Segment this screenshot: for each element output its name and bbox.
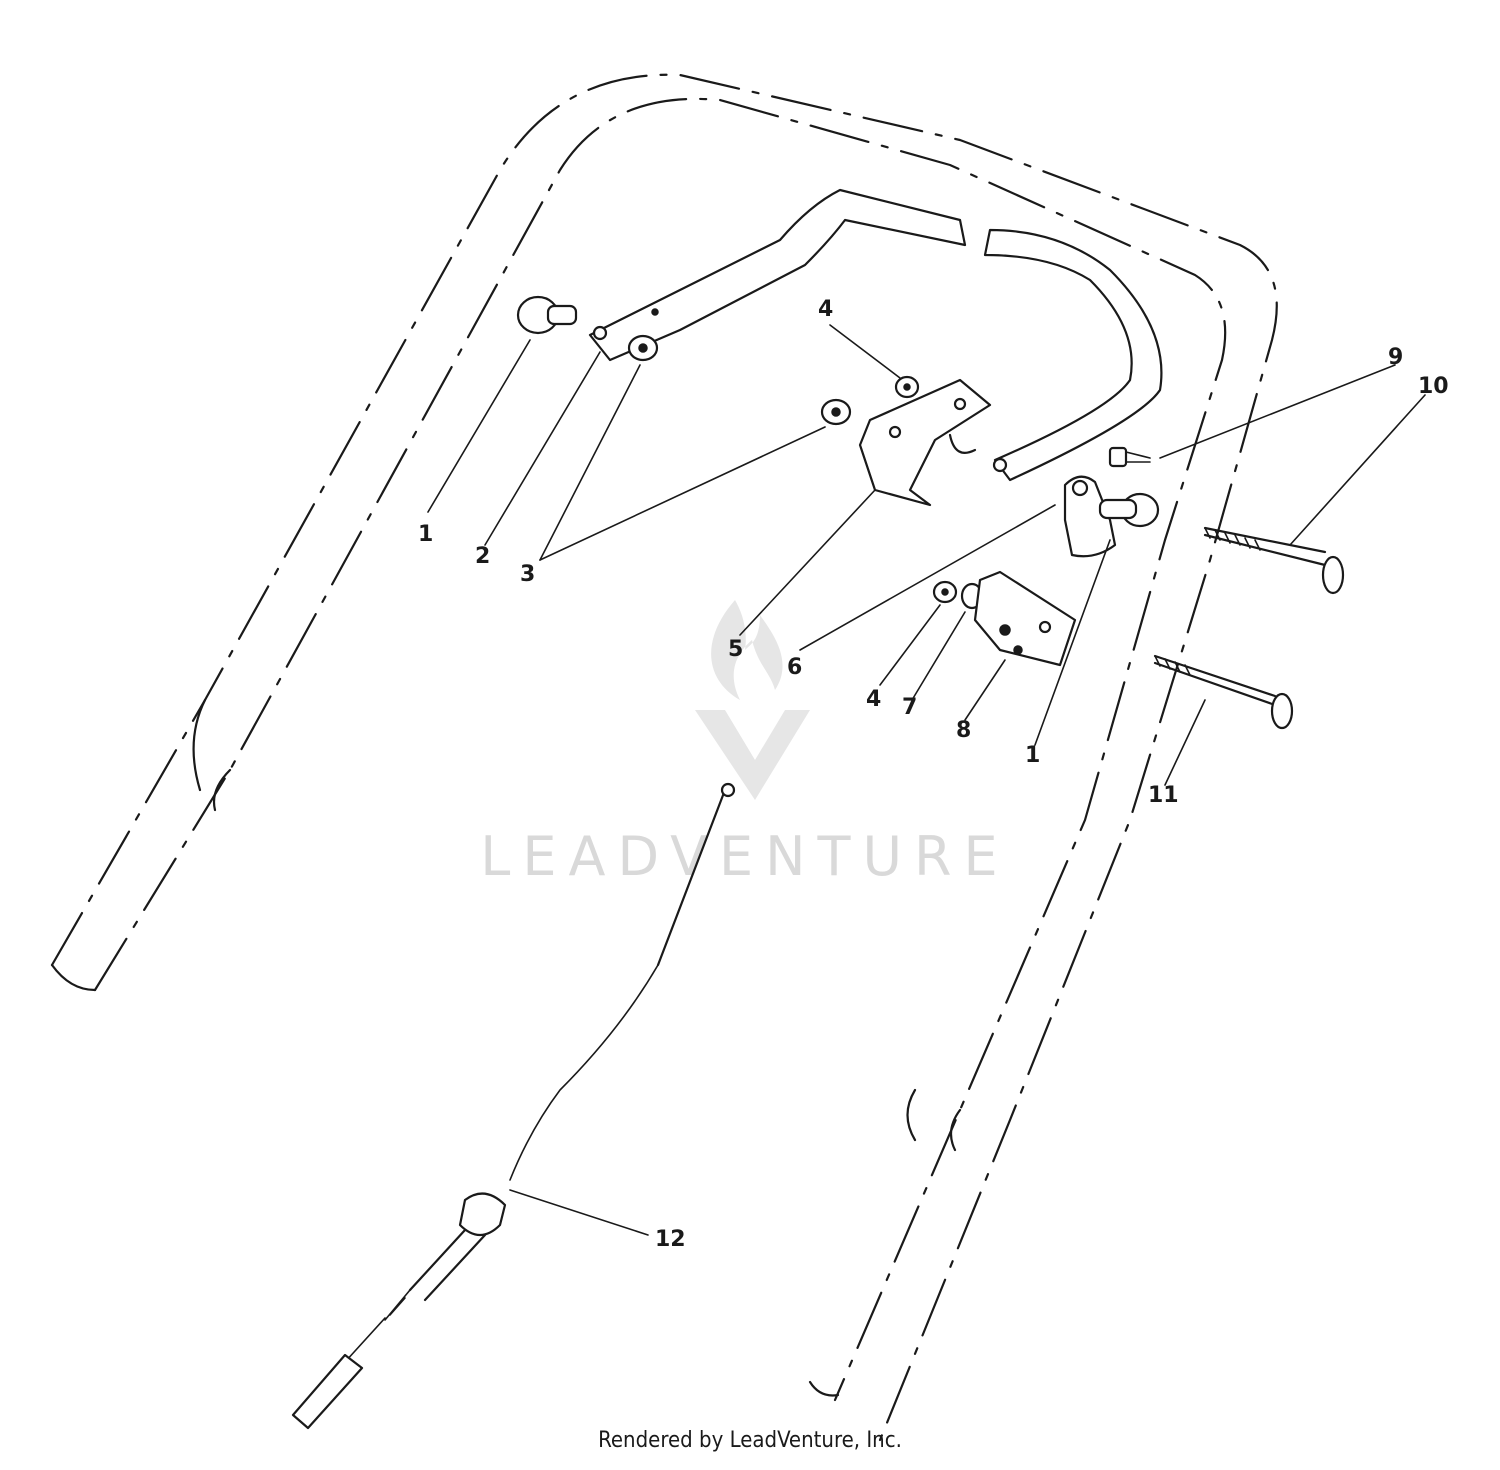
cam-lever (1063, 475, 1160, 558)
cam-lever-hole (1071, 479, 1089, 497)
nut-left (627, 334, 659, 362)
bracket (858, 378, 992, 507)
pivot-right-shank (1098, 498, 1138, 520)
screw-small-head (1108, 446, 1128, 468)
callout-12: 12 (655, 1227, 686, 1252)
leader-6 (799, 504, 1056, 651)
leader-4-top (829, 324, 901, 379)
bolt-short-head (1270, 692, 1294, 730)
bail-end-hole-right (992, 457, 1008, 473)
locknut-lower-hole (941, 588, 949, 596)
switch-terminal-2 (1013, 645, 1023, 655)
locknut-top-hole (903, 383, 911, 391)
bail-end-hole-left (592, 325, 608, 341)
bail-pivot-hole (651, 308, 659, 316)
leader-11 (1164, 699, 1206, 786)
bail-left-tube (588, 188, 967, 362)
screw-small (1108, 446, 1151, 468)
cable-adjuster (458, 1192, 507, 1237)
cable-sleeve (408, 1228, 487, 1302)
cable-rod (656, 788, 727, 967)
switch-hole (1038, 620, 1052, 634)
bail-right-tube (983, 228, 1163, 482)
callout-7: 7 (902, 695, 917, 720)
leader-3b (539, 426, 826, 561)
callout-4-top: 4 (818, 297, 833, 322)
control-cable (291, 782, 736, 1430)
bracket-hole-2 (953, 397, 967, 411)
handle-inner-line (93, 97, 1227, 1402)
callout-3: 3 (520, 562, 535, 587)
callout-2: 2 (475, 544, 490, 569)
leader-8 (964, 659, 1006, 721)
watermark: LEADVENTURE (480, 600, 1009, 888)
nut-left-hole (638, 343, 648, 353)
footer-credit: Rendered by LeadVenture, Inc. (598, 1428, 902, 1453)
bolt-long-thread (1204, 527, 1261, 551)
nut-center (820, 398, 852, 426)
switch-body (973, 570, 1077, 667)
leader-4-lower (879, 604, 941, 686)
bolt-short (1153, 654, 1294, 730)
callout-labels: 1 2 3 4 5 6 4 7 8 1 9 10 11 12 (418, 297, 1449, 1252)
callout-9: 9 (1388, 345, 1403, 370)
callout-1-left: 1 (418, 522, 433, 547)
bolt-short-thread (1154, 655, 1191, 676)
handle-right-bend (906, 1088, 962, 1152)
screw-small-shank (1125, 451, 1151, 463)
locknut-top (894, 375, 920, 399)
callout-11: 11 (1148, 783, 1179, 808)
leader-10 (1289, 394, 1426, 546)
callout-4-lower: 4 (866, 687, 881, 712)
pivot-left (516, 295, 578, 335)
leader-5 (739, 489, 876, 636)
leader-3a (539, 364, 641, 561)
cable-spring (384, 1289, 411, 1321)
pivot-left-shank (546, 304, 578, 326)
bracket-plate (858, 378, 992, 507)
callout-8: 8 (956, 718, 971, 743)
switch-terminal-1 (999, 624, 1011, 636)
switch-housing (960, 570, 1077, 667)
handle-right-end (808, 1380, 840, 1397)
watermark-v-icon (695, 710, 810, 800)
nut-center-hole (831, 407, 841, 417)
bracket-hole-1 (888, 425, 902, 439)
bolt-long-head (1321, 555, 1345, 595)
bolt-long-shank (1203, 526, 1327, 567)
watermark-flame-icon (711, 600, 783, 700)
callout-10: 10 (1418, 374, 1449, 399)
handle-left-end (50, 963, 97, 992)
leader-9 (1159, 364, 1396, 459)
bolt-long (1203, 526, 1345, 595)
leader-1-left (427, 339, 531, 513)
cable-wire (509, 964, 659, 1181)
cam-lever-body (1063, 475, 1117, 558)
cable-rod-end (720, 782, 736, 798)
leader-2 (484, 351, 601, 546)
callout-1-right: 1 (1025, 743, 1040, 768)
cable-end-wire (344, 1317, 386, 1363)
handle-outer-line (50, 73, 1278, 1442)
bracket-hook (948, 433, 977, 454)
handle-left-bend (192, 698, 232, 812)
leader-1-right (1034, 539, 1111, 746)
leader-12 (509, 1189, 649, 1236)
control-bail (588, 188, 1163, 482)
locknut-lower (932, 580, 958, 604)
cable-terminal (291, 1353, 364, 1430)
callout-5: 5 (728, 637, 743, 662)
watermark-text: LEADVENTURE (480, 825, 1009, 888)
leader-lines (427, 324, 1426, 1236)
callout-6: 6 (787, 655, 802, 680)
leader-7 (911, 611, 966, 701)
